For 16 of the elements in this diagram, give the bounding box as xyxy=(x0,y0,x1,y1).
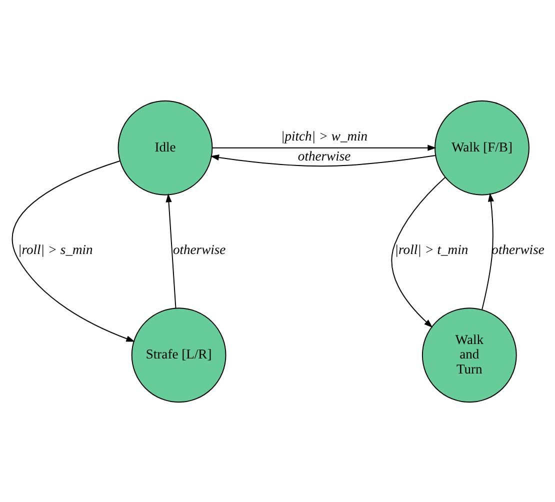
arrow xyxy=(482,192,494,310)
node-circle: Walk [F/B] xyxy=(434,100,530,195)
arrow xyxy=(210,154,436,166)
edge-label: |pitch| > w_min xyxy=(280,128,368,143)
edge-label: |roll| > t_min xyxy=(394,242,468,257)
node-circle: Strafe [L/R] xyxy=(131,307,226,402)
edge-label: otherwise xyxy=(492,242,544,257)
arrow xyxy=(166,192,176,308)
edge-label: otherwise xyxy=(298,148,351,164)
arrow xyxy=(391,176,446,328)
node-circle: Walk and Turn xyxy=(422,307,517,402)
arrow xyxy=(12,160,135,342)
node-circle: Idle xyxy=(118,100,213,195)
edge-label: |roll| > s_min xyxy=(18,242,93,257)
arrow xyxy=(212,144,436,150)
edge-label: otherwise xyxy=(172,242,226,257)
